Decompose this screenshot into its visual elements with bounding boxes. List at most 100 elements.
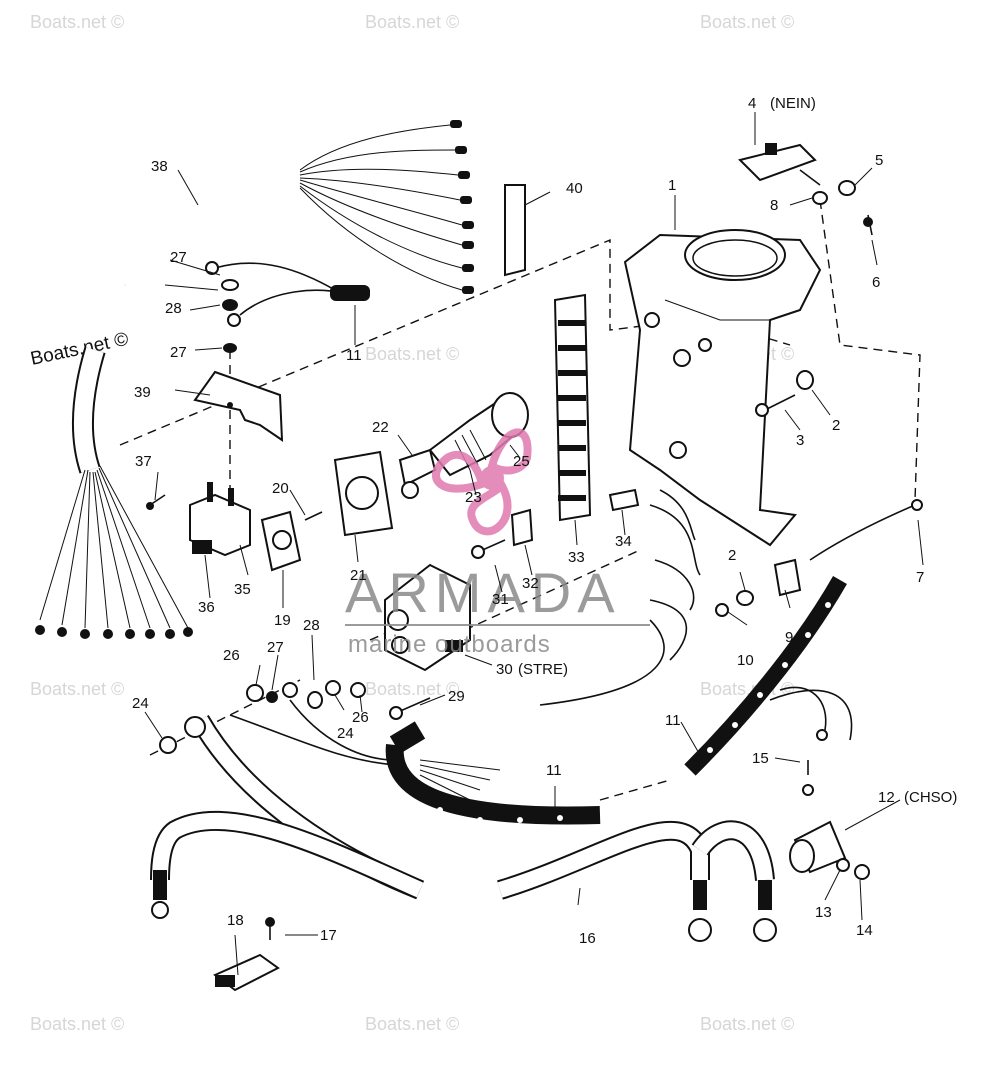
- label-25: 25: [513, 453, 530, 470]
- part-20-screw: [304, 511, 323, 521]
- part-5-washer: [838, 180, 856, 196]
- part-21-mount-plate: [333, 450, 394, 537]
- battery-cable-left: [150, 714, 425, 919]
- label-12-note: (CHSO): [904, 789, 957, 806]
- part-12-capacitor: [789, 820, 847, 874]
- part-33-terminal-block: [553, 293, 592, 522]
- watermark-text: Boats.net ©: [30, 679, 124, 699]
- part-18-clamp: [213, 953, 280, 992]
- label-33: 33: [568, 549, 585, 566]
- part-number-labels: 1 2 2 3 4 (NEIN) 5 6 7 8 9 10 11 11 11 1…: [132, 95, 957, 947]
- part-4-neutral-switch: [738, 143, 821, 186]
- label-40: 40: [566, 180, 583, 197]
- part-11-short-leads: [205, 261, 370, 327]
- label-35: 35: [234, 581, 251, 598]
- label-8: 8: [770, 197, 778, 214]
- label-28-top: 28: [165, 300, 182, 317]
- label-26-right: 26: [352, 709, 369, 726]
- label-36: 36: [198, 599, 215, 616]
- label-4: 4: [748, 95, 756, 112]
- label-27-lower: 27: [267, 639, 284, 656]
- armada-watermark: ARMADA marine outboards: [345, 428, 650, 658]
- left-harness-branch: [35, 346, 193, 639]
- label-4-note: (NEIN): [770, 95, 816, 112]
- part-6-screw: [863, 214, 873, 236]
- middle-wire-leads: [539, 489, 701, 706]
- part-11-harness-right: [684, 576, 853, 776]
- label-2-lower: 2: [728, 547, 736, 564]
- part-9-clip: [773, 558, 802, 597]
- part-39-bracket: [193, 370, 284, 442]
- part-22-key: [398, 448, 437, 499]
- label-1: 1: [668, 177, 676, 194]
- part-15-screw: [802, 760, 814, 796]
- label-29: 29: [448, 688, 465, 705]
- label-31: 31: [492, 591, 509, 608]
- part-40-decal: [504, 184, 526, 277]
- part-32-clip: [510, 508, 534, 547]
- watermark-text: Boats.net ©: [365, 1014, 459, 1034]
- watermark-text: Boats.net ©: [365, 344, 459, 364]
- label-27-top: 27: [170, 249, 187, 266]
- label-10: 10: [737, 652, 754, 669]
- part-17-screw: [265, 917, 275, 940]
- part-11-harness-lower: [229, 699, 601, 825]
- label-26-left: 26: [223, 647, 240, 664]
- label-11-lower: 11: [546, 762, 562, 779]
- watermark-text: Boats.net ©: [365, 12, 459, 32]
- label-13: 13: [815, 904, 832, 921]
- part-37-screw: [146, 494, 166, 510]
- brand-tagline: marine outboards: [348, 631, 551, 658]
- label-14: 14: [856, 922, 873, 939]
- watermark-text: Boats.net ©: [365, 679, 459, 699]
- label-32: 32: [522, 575, 539, 592]
- label-38: 38: [151, 158, 168, 175]
- label-27-middle: 27: [170, 344, 187, 361]
- watermark-text: Boats.net ©: [700, 12, 794, 32]
- part-2-washer-upper: [796, 370, 814, 390]
- label-23: 23: [465, 489, 482, 506]
- label-18: 18: [227, 912, 244, 929]
- part-13-washer: [836, 858, 850, 872]
- label-37: 37: [135, 453, 152, 470]
- part-38-harness-sleeve: [117, 120, 474, 294]
- part-10-screw: [715, 603, 729, 617]
- washers-27-28: [221, 279, 239, 353]
- label-24-left: 24: [132, 695, 149, 712]
- label-5: 5: [875, 152, 883, 169]
- lower-nuts-washers: [159, 680, 366, 754]
- label-16: 16: [579, 930, 596, 947]
- label-7: 7: [916, 569, 924, 586]
- watermark-text: Boats.net ©: [30, 1014, 124, 1034]
- part-14-nut: [854, 864, 870, 880]
- label-24-right: 24: [337, 725, 354, 742]
- label-2-upper: 2: [832, 417, 840, 434]
- label-11-right: 11: [665, 712, 681, 729]
- leader-lines: [144, 112, 924, 976]
- label-6: 6: [872, 274, 880, 291]
- watermark-text: Boats.net ©: [30, 12, 124, 32]
- part-1-main-bracket: [623, 229, 822, 547]
- part-8-washer: [812, 191, 828, 205]
- part-35-rectifier: [189, 482, 251, 557]
- label-39: 39: [134, 384, 151, 401]
- label-12: 12: [878, 789, 895, 806]
- part-7-ground-lead: [809, 499, 923, 561]
- part-2-washer-lower: [736, 590, 754, 606]
- label-17: 17: [320, 927, 337, 944]
- part-19-gasket: [260, 510, 302, 572]
- watermark-text: Boats.net ©: [700, 1014, 794, 1034]
- label-20: 20: [272, 480, 289, 497]
- watermark-text-dark: Boats.net ©: [29, 329, 131, 370]
- label-30-note: (STRE): [518, 661, 568, 678]
- brand-name: ARMADA: [345, 561, 621, 624]
- part-34-jumper: [608, 488, 640, 512]
- label-34: 34: [615, 533, 632, 550]
- part-3-bolt: [755, 394, 796, 417]
- label-28-lower: 28: [303, 617, 320, 634]
- part-16-battery-cable: [497, 820, 777, 942]
- label-21: 21: [350, 567, 367, 584]
- label-19: 19: [274, 612, 291, 629]
- part-29-bolt: [389, 697, 431, 720]
